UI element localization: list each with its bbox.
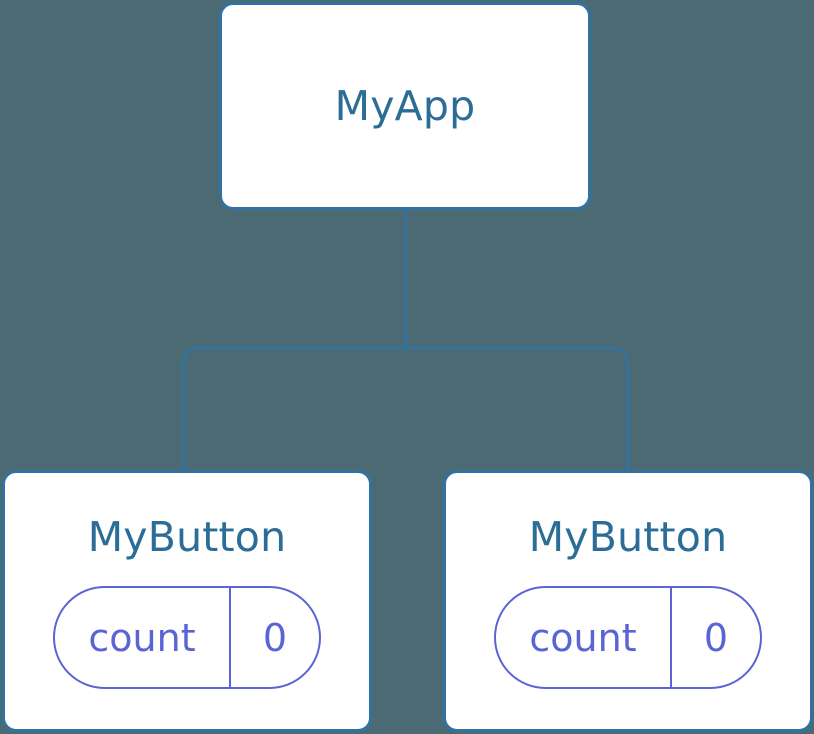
node-title: MyButton <box>528 513 728 561</box>
state-value-label: 0 <box>703 615 729 660</box>
state-key-label: count <box>88 615 196 660</box>
node-title: MyButton <box>87 513 287 561</box>
state-value: 0 <box>672 588 760 687</box>
state-pill[interactable]: count 0 <box>494 586 762 689</box>
connector-branch-left <box>182 346 406 472</box>
connector-branch-right <box>405 346 629 472</box>
node-mybutton-1[interactable]: MyButton count 0 <box>443 470 813 732</box>
state-key: count <box>496 588 672 687</box>
node-title: MyApp <box>334 81 476 130</box>
node-myapp[interactable]: MyApp <box>219 2 591 210</box>
state-value-label: 0 <box>262 615 288 660</box>
node-mybutton-0[interactable]: MyButton count 0 <box>2 470 372 732</box>
state-value: 0 <box>231 588 319 687</box>
state-key: count <box>55 588 231 687</box>
state-pill[interactable]: count 0 <box>53 586 321 689</box>
state-key-label: count <box>529 615 637 660</box>
